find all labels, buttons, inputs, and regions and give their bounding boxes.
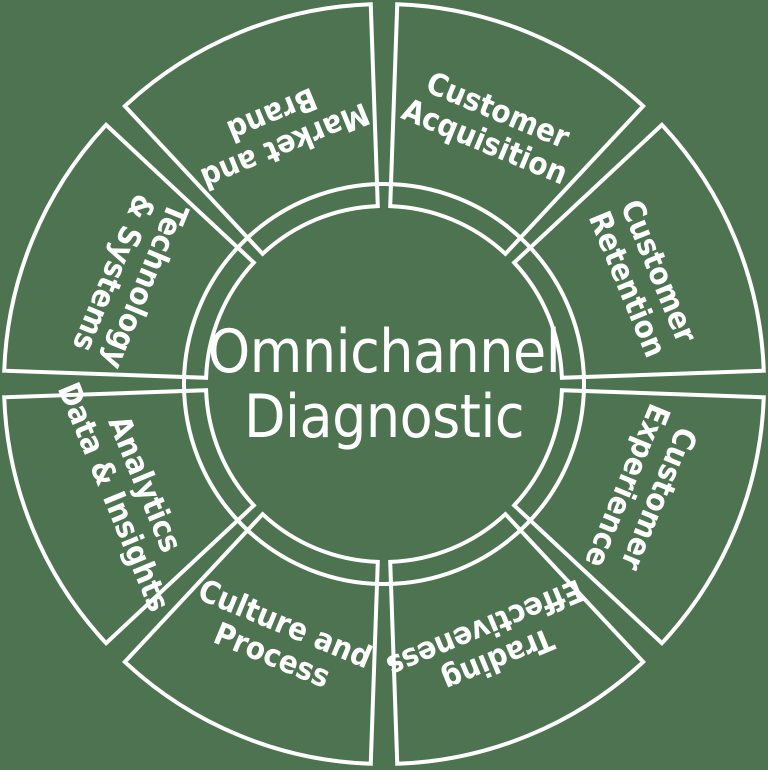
center-hub-circle xyxy=(182,182,586,586)
segment-market-and-brand[interactable] xyxy=(122,2,380,257)
segment-customer-experience[interactable] xyxy=(511,388,766,646)
segment-customer-acquisition[interactable] xyxy=(388,2,646,257)
segment-customer-retention[interactable] xyxy=(511,122,766,380)
segment-technology-and-systems[interactable] xyxy=(2,122,257,380)
segment-analytics-data-and-insights[interactable] xyxy=(2,388,257,646)
segment-culture-and-process[interactable] xyxy=(122,511,380,766)
segment-trading-effectiveness[interactable] xyxy=(388,511,646,766)
